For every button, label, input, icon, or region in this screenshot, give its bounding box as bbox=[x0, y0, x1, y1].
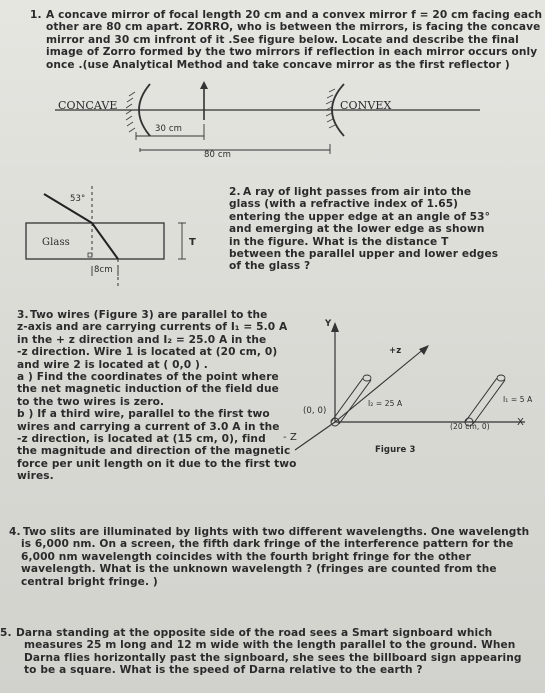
q1-text: A concave mirror of focal length 20 cm a… bbox=[46, 9, 543, 71]
q2-line: A ray of light passes from air into the bbox=[243, 186, 472, 198]
q5-line: Darna flies horizontally past the signbo… bbox=[24, 651, 522, 664]
q5-number: 5. bbox=[0, 627, 12, 639]
y-axis-label: Y bbox=[325, 319, 332, 329]
thickness-label: T bbox=[189, 237, 196, 248]
dim-80cm: 80 cm bbox=[204, 150, 231, 160]
q3-line: b ) If a third wire, parallel to the fir… bbox=[17, 408, 270, 421]
q3-line: wires and carrying a current of 3.0 A in… bbox=[17, 420, 280, 433]
q4-line: is 6,000 nm. On a screen, the fifth dark… bbox=[21, 538, 514, 551]
q4-text: Two slits are illuminated by lights with… bbox=[21, 526, 538, 588]
glass-figure bbox=[25, 186, 186, 286]
q1-line: once .(use Analytical Method and take co… bbox=[46, 58, 510, 71]
dim-8cm: 8cm bbox=[94, 265, 113, 275]
glass-label: Glass bbox=[42, 237, 70, 248]
figure-3-caption: Figure 3 bbox=[375, 445, 416, 455]
i1-label: I₁ = 5 A bbox=[503, 395, 533, 404]
wires-figure bbox=[294, 322, 525, 451]
q3-line: -z direction. Wire 1 is located at (20 c… bbox=[17, 346, 278, 359]
wire-1 bbox=[464, 374, 506, 427]
glass-slab bbox=[25, 222, 165, 260]
concave-mirror bbox=[138, 83, 151, 137]
q2-line: of the glass ? bbox=[229, 260, 311, 273]
q1-line: A concave mirror of focal length 20 cm a… bbox=[46, 9, 543, 21]
z-pos-label: +z bbox=[389, 346, 402, 356]
convex-mirror bbox=[331, 83, 345, 137]
q1-line: other are 80 cm apart. ZORRO, who is bet… bbox=[46, 21, 541, 34]
q3-line: Two wires (Figure 3) are parallel to the bbox=[30, 309, 268, 321]
wire-2 bbox=[330, 374, 372, 427]
q2-number: 2. bbox=[229, 186, 241, 198]
i2-label: I₂ = 25 A bbox=[368, 399, 403, 408]
pos-20cm-label: (20 cm, 0) bbox=[450, 422, 490, 431]
q3-line: wires. bbox=[17, 470, 54, 483]
q3-line: force per unit length on it due to the f… bbox=[17, 457, 297, 470]
q3-text: Two wires (Figure 3) are parallel to the… bbox=[17, 309, 296, 483]
q3-line: in the + z direction and I₂ = 25.0 A in … bbox=[17, 333, 267, 346]
q1-line: image of Zorro formed by the two mirrors… bbox=[46, 46, 538, 59]
q3-line: z-axis and are carrying currents of I₁ =… bbox=[17, 321, 288, 334]
q1-number: 1. bbox=[30, 9, 42, 21]
q3-number: 3. bbox=[17, 309, 29, 321]
origin-label: (0, 0) bbox=[303, 406, 327, 416]
z-neg-axis bbox=[294, 421, 336, 451]
q2-line: between the parallel upper and lower edg… bbox=[229, 248, 499, 261]
concave-label: CONCAVE bbox=[58, 99, 118, 112]
mirror-figure bbox=[55, 81, 480, 154]
q3-line: -z direction, is located at (15 cm, 0), … bbox=[17, 433, 266, 446]
q2-text: A ray of light passes from air into the … bbox=[229, 186, 533, 273]
q3-line: and wire 2 is located at ( 0,0 ) . bbox=[17, 358, 208, 371]
q3-line: to the two wires is zero. bbox=[17, 395, 165, 408]
dim-30cm: 30 cm bbox=[155, 124, 182, 134]
convex-label: CONVEX bbox=[340, 99, 392, 112]
q1-line: mirror and 30 cm infront of it .See figu… bbox=[46, 33, 519, 46]
angle-label: 53° bbox=[70, 194, 86, 204]
q2-line: entering the upper edge at an angle of 5… bbox=[229, 210, 491, 223]
q2-line: in the figure. What is the distance T bbox=[229, 235, 449, 248]
q4-line: central bright fringe. ) bbox=[21, 575, 158, 588]
q3-line: a ) Find the coordinates of the point wh… bbox=[17, 371, 279, 384]
q5-text: Darna standing at the opposite side of t… bbox=[16, 627, 541, 677]
x-axis-label: X bbox=[517, 417, 524, 428]
q4-number: 4. bbox=[9, 526, 21, 538]
q5-line: measures 25 m long and 12 m wide with th… bbox=[24, 639, 516, 652]
incident-ray bbox=[43, 193, 93, 224]
q2-line: and emerging at the lower edge as shown bbox=[229, 223, 485, 236]
q2-line: glass (with a refractive index of 1.65) bbox=[229, 198, 459, 211]
q3-line: the net magnetic induction of the field … bbox=[17, 383, 279, 396]
q5-line: Darna standing at the opposite side of t… bbox=[16, 627, 493, 639]
q4-line: wavelength. What is the unknown waveleng… bbox=[21, 563, 497, 576]
q5-line: to be a square. What is the speed of Dar… bbox=[24, 664, 423, 677]
z-neg-label: - Z bbox=[283, 432, 297, 443]
refracted-ray bbox=[91, 222, 119, 260]
q4-line: 6,000 nm wavelength coincides with the f… bbox=[21, 550, 471, 563]
q4-line: Two slits are illuminated by lights with… bbox=[23, 526, 530, 538]
q3-line: the magnitude and direction of the magne… bbox=[17, 445, 291, 458]
